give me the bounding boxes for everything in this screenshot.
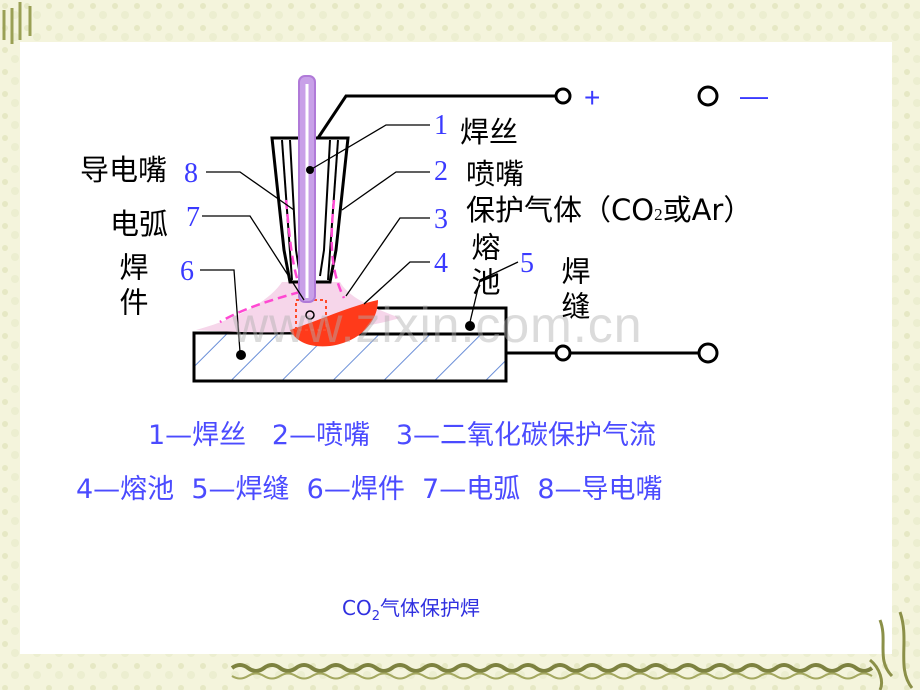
leader-5 (469, 261, 519, 323)
leader-2 (341, 171, 430, 211)
part-number-1: 1 (434, 110, 448, 141)
leader-1 (309, 124, 430, 171)
part-number-3: 3 (434, 204, 448, 235)
part-number-8: 8 (184, 158, 198, 189)
part-number-6: 6 (180, 256, 194, 287)
part-number-4: 4 (434, 248, 448, 279)
leader-6 (200, 269, 241, 353)
ground-terminal (697, 342, 719, 364)
label-nozzle: 喷嘴 (466, 157, 525, 191)
leader-6-dot (236, 350, 246, 360)
legend-line-2: 4—熔池 5—焊缝 6—焊件 7—电弧 8—导电嘴 (76, 474, 663, 505)
part-number-7: 7 (186, 202, 200, 233)
molten-pool-shape (290, 300, 378, 347)
leader-1-dot (306, 166, 314, 174)
positive-symbol: + (584, 82, 601, 113)
label-molten-pool: 熔池 (467, 232, 501, 302)
leader-3 (345, 217, 430, 297)
arc-center-mark (305, 310, 315, 320)
leader-8 (206, 171, 295, 211)
bottom-vine-border (230, 663, 874, 673)
bottom-vine-border-inner (231, 672, 873, 680)
positive-lead (316, 94, 556, 139)
negative-symbol: — (740, 80, 768, 111)
leader-5-dot (465, 321, 475, 331)
positive-terminal (554, 87, 572, 105)
negative-terminal (697, 85, 719, 107)
leader-4 (363, 261, 430, 305)
label-weld-seam: 焊缝 (557, 256, 591, 326)
label-workpiece: 焊件 (115, 252, 149, 322)
workpiece-plate-lower (192, 331, 508, 383)
diagram-caption: CO2气体保护焊 (342, 596, 480, 624)
part-number-2: 2 (434, 156, 448, 187)
label-wire: 焊丝 (460, 115, 519, 149)
legend-line-1: 1—焊丝 2—喷嘴 3—二氧化碳保护气流 (148, 420, 657, 451)
watermark: www.zixin.com.cn (232, 297, 643, 353)
corner-flourish-top (2, 2, 32, 44)
nozzle-inner-wall-right (327, 139, 339, 281)
nozzle-inner-wall-left (281, 139, 293, 281)
label-arc: 电弧 (110, 207, 169, 241)
label-contact-tip: 导电嘴 (80, 153, 168, 187)
leader-7 (202, 215, 305, 301)
ground-lead-node (554, 344, 572, 362)
label-shield-gas: 保护气体（CO2或Ar） (466, 193, 753, 227)
corner-flourish-bottom (869, 611, 914, 690)
part-number-5: 5 (520, 248, 534, 279)
